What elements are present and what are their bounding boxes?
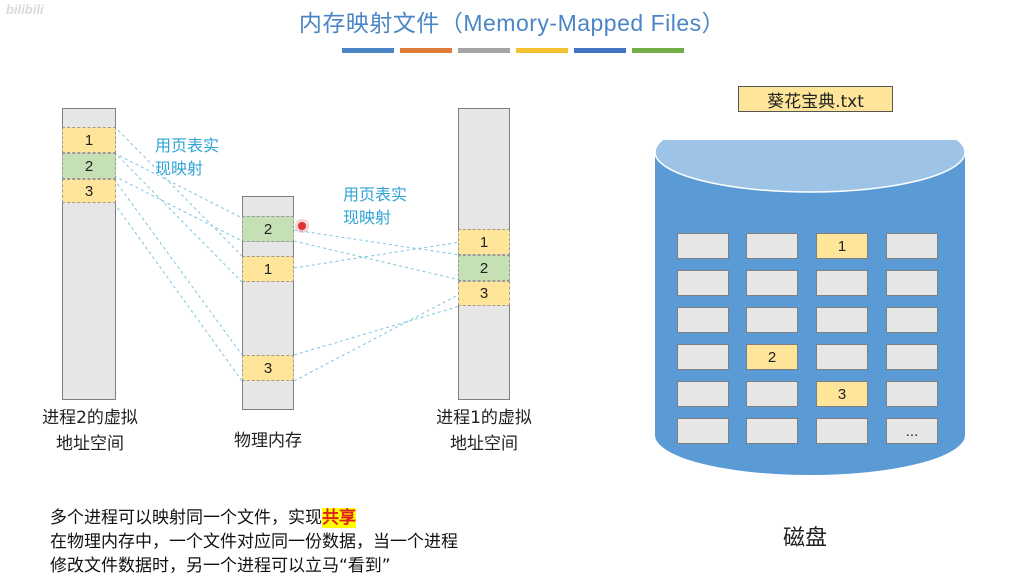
summary-line2: 在物理内存中，一个文件对应同一份数据，当一个进程 [50, 532, 458, 552]
disk-block [816, 418, 868, 444]
disk-block: ... [886, 418, 938, 444]
disk-block [886, 307, 938, 333]
map-line [113, 178, 243, 356]
process1-page: 1 [458, 229, 510, 255]
disk-block [677, 344, 729, 370]
summary-line3: 修改文件数据时，另一个进程可以立马“看到” [50, 556, 391, 576]
color-bar-segment [342, 48, 394, 53]
disk-top [654, 140, 966, 193]
color-bar-segment [400, 48, 452, 53]
disk-block [886, 344, 938, 370]
disk-block [816, 270, 868, 296]
map-line [293, 293, 461, 382]
pointer-dot [298, 222, 306, 230]
process2-caption-line2: 地址空间 [56, 434, 124, 454]
summary-text: 多个进程可以映射同一个文件，实现共享 在物理内存中，一个文件对应同一份数据，当一… [50, 506, 458, 578]
physical-page: 2 [242, 216, 294, 242]
process2-caption: 进程2的虚拟 地址空间 [20, 405, 160, 457]
disk-block [746, 233, 798, 259]
map-line [113, 151, 243, 283]
annotation-left-line2: 现映射 [155, 159, 204, 178]
map-line [293, 240, 461, 281]
disk-block [746, 270, 798, 296]
disk-block [677, 233, 729, 259]
color-bar-segment [574, 48, 626, 53]
disk-block: 3 [816, 381, 868, 407]
disk-block [677, 270, 729, 296]
disk-block [746, 381, 798, 407]
disk-block: 1 [816, 233, 868, 259]
map-line [293, 305, 461, 356]
map-line [113, 125, 243, 257]
disk-block [816, 344, 868, 370]
disk-block [886, 233, 938, 259]
process1-page: 2 [458, 255, 510, 281]
color-bar-segment [458, 48, 510, 53]
watermark: bilibili [6, 2, 44, 17]
title-zh: 内存映射文件（ [298, 11, 464, 37]
disk-block [886, 270, 938, 296]
disk-block: 2 [746, 344, 798, 370]
process2-page: 3 [62, 179, 116, 203]
file-name-label: 葵花宝典.txt [738, 86, 893, 112]
process2-page: 1 [62, 127, 116, 153]
annotation-left: 用页表实 现映射 [155, 134, 219, 180]
physical-page: 3 [242, 355, 294, 381]
physical-caption: 物理内存 [234, 431, 302, 451]
process1-caption-line2: 地址空间 [450, 434, 518, 454]
annotation-right-line1: 用页表实 [343, 185, 408, 204]
title-close: ） [701, 11, 726, 37]
disk-block [677, 381, 729, 407]
process2-caption-line1: 进程2的虚拟 [42, 408, 138, 428]
disk-block [677, 418, 729, 444]
map-line [293, 241, 461, 269]
process1-page: 3 [458, 281, 510, 306]
summary-line1-text: 多个进程可以映射同一个文件，实现 [50, 508, 322, 528]
summary-highlight: 共享 [322, 508, 356, 528]
color-bar-segment [632, 48, 684, 53]
disk-block [816, 307, 868, 333]
page-title: 内存映射文件（Memory-Mapped Files） [0, 4, 1024, 38]
annotation-right: 用页表实 现映射 [343, 183, 407, 229]
disk-block [886, 381, 938, 407]
process2-page: 2 [62, 153, 116, 179]
physical-page: 1 [242, 256, 294, 282]
map-line [293, 229, 461, 256]
disk-block [746, 307, 798, 333]
map-line [113, 202, 243, 382]
annotation-right-line2: 现映射 [343, 208, 392, 227]
color-bar-segment [516, 48, 568, 53]
disk-block [677, 307, 729, 333]
process1-caption: 进程1的虚拟 地址空间 [414, 405, 554, 457]
disk-block [746, 418, 798, 444]
process1-caption-line1: 进程1的虚拟 [436, 408, 532, 428]
summary-line1: 多个进程可以映射同一个文件，实现共享 [50, 506, 458, 530]
title-en: Memory-Mapped Files [463, 10, 702, 36]
annotation-left-line1: 用页表实 [155, 136, 220, 155]
disk-caption: 磁盘 [782, 526, 827, 551]
